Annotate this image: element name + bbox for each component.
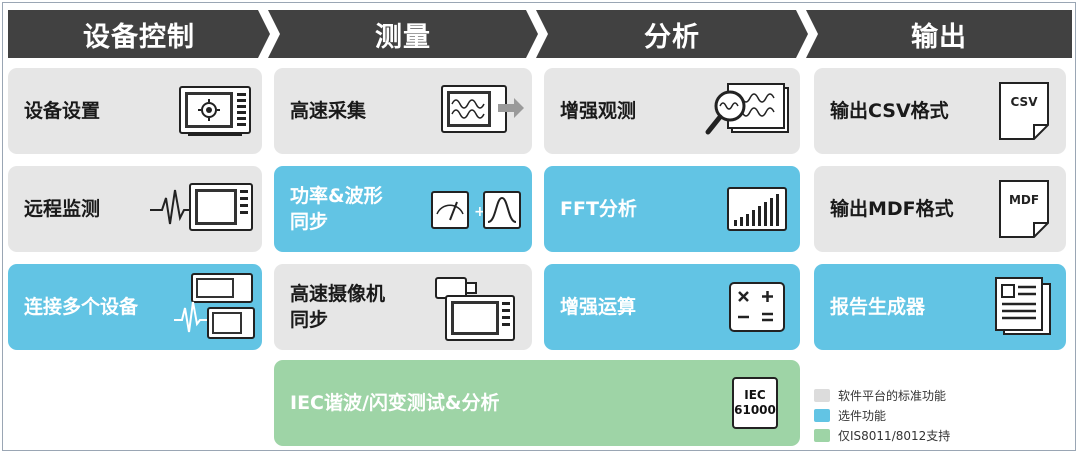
card-high-speed-acq: 高速采集 [274,68,532,154]
card-label: 增强运算 [560,296,637,318]
card-label: 报告生成器 [830,296,926,318]
card-mdf-output: 输出MDF格式 MDF [814,166,1066,252]
legend-label: 选件功能 [838,409,887,423]
legend-label: 仅IS8011/8012支持 [838,429,951,443]
card-enhanced-calc: 增强运算 [544,264,800,350]
mdf-icon-label: MDF [1008,193,1040,207]
card-label-line1: 高速摄像机 [290,283,386,305]
card-label: 连接多个设备 [24,296,139,318]
header-analysis: 分析 [536,10,808,58]
report-document-icon [995,277,1051,335]
legend-swatch [814,429,830,442]
card-remote-monitor: 远程监测 [8,166,262,252]
card-label: 远程监测 [24,198,101,220]
instrument-gear-icon [179,86,251,136]
card-label-line1: 功率&波形 [290,185,383,207]
legend-option: 选件功能 [814,407,1054,424]
legend-standard: 软件平台的标准功能 [814,387,1054,404]
waveform-capture-icon [441,85,524,133]
card-csv-output: 输出CSV格式 CSV [814,68,1066,154]
header-output: 输出 [806,10,1072,58]
magnifier-waveform-icon [705,83,789,135]
card-label: IEC谐波/闪变测试&分析 [290,392,500,414]
card-enhanced-observe: 增强观测 [544,68,800,154]
card-label: 设备设置 [24,100,101,122]
camera-instrument-icon [435,277,515,341]
card-multi-device: 连接多个设备 [8,264,262,350]
remote-signal-instrument-icon [150,183,253,231]
calculator-icon [729,282,785,332]
card-label: 增强观测 [560,100,637,122]
card-power-wave-sync: 功率&波形 同步 + [274,166,532,252]
multiple-instruments-icon [174,273,255,339]
legend-label: 软件平台的标准功能 [838,389,947,403]
card-fft: FFT分析 [544,166,800,252]
card-device-settings: 设备设置 [8,68,262,154]
card-label: 功率&波形 同步 [290,183,383,235]
card-label: 输出MDF格式 [830,198,954,220]
iec-icon-line1: IEC [744,388,766,402]
header-measurement: 测量 [268,10,538,58]
header-device-control: 设备控制 [8,10,270,58]
legend-swatch [814,389,830,402]
meter-plus-wave-icon: + [431,191,521,229]
mdf-document-icon: MDF [998,179,1050,239]
card-camera-sync: 高速摄像机 同步 [274,264,532,350]
legend-swatch [814,409,830,422]
card-label: 高速摄像机 同步 [290,281,385,333]
csv-document-icon: CSV [998,81,1050,141]
card-iec-harmonic: IEC谐波/闪变测试&分析 IEC 61000 [274,360,800,446]
card-label: 输出CSV格式 [830,100,949,122]
svg-text:+: + [474,204,486,220]
iec-icon-line2: 61000 [734,403,776,417]
legend-is8011: 仅IS8011/8012支持 [814,427,1054,444]
card-label: 高速采集 [290,100,367,122]
card-label: FFT分析 [560,198,637,220]
csv-icon-label: CSV [1010,95,1038,109]
iec-standard-icon: IEC 61000 [732,377,778,429]
card-report-generator: 报告生成器 [814,264,1066,350]
fft-spectrum-icon [727,187,787,231]
card-label-line2: 同步 [290,211,329,233]
card-label-line2: 同步 [290,309,329,331]
